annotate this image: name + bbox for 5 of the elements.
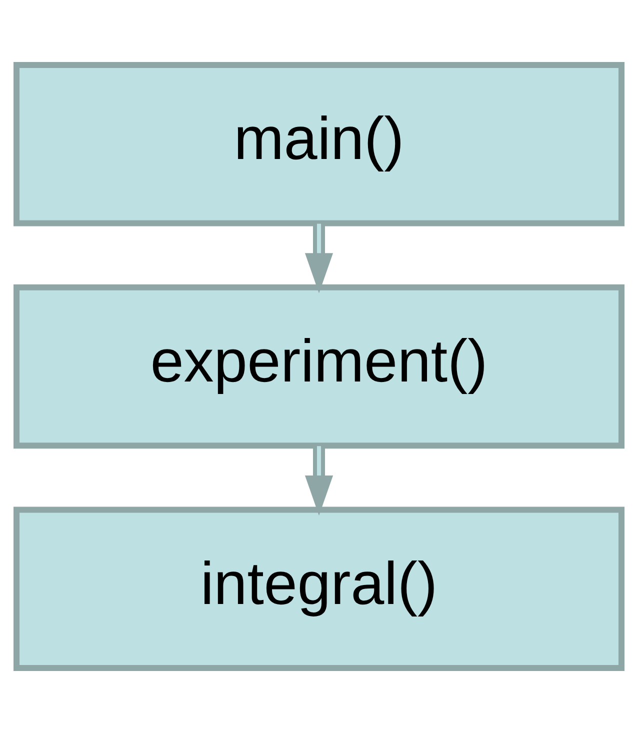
arrow xyxy=(304,446,334,516)
arrow xyxy=(304,223,334,293)
node-box: main() xyxy=(14,62,624,226)
node-box: integral() xyxy=(14,506,624,670)
node-box: experiment() xyxy=(14,284,624,448)
